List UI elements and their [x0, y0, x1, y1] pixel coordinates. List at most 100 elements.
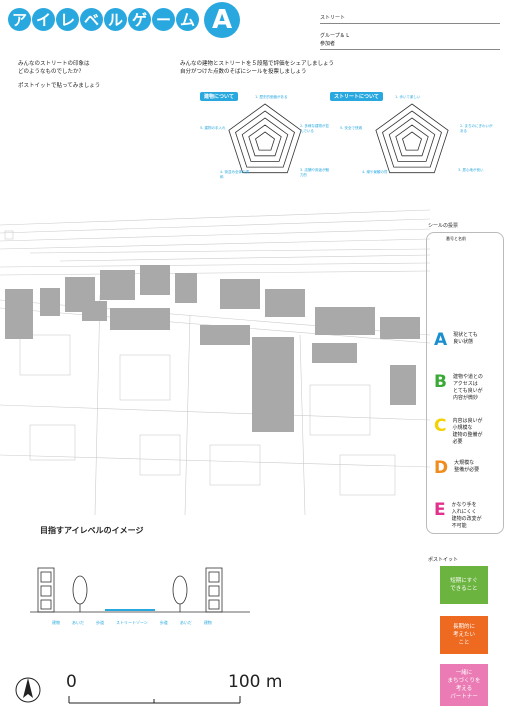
radar-ring — [241, 117, 289, 162]
title-char: ア — [8, 8, 31, 31]
seal-item-a[interactable]: A 現状とても 良い状態 — [434, 332, 478, 349]
radar-ring — [375, 103, 449, 174]
scale-zero: 0 — [66, 672, 77, 692]
radar-label: 5. 建物の手入れ — [200, 126, 226, 130]
seal-text: 内容は良いが 小規模な 建物の整備が 必要 — [452, 418, 482, 446]
section-label: 歩道 — [159, 620, 168, 625]
seal-text-line: 内容が微妙 — [452, 395, 478, 401]
title-char: ゲ — [128, 8, 151, 31]
radar-ring — [248, 124, 282, 157]
postit-long-term[interactable]: 長期的に考えたいこと — [440, 616, 488, 654]
title-char: ム — [176, 8, 199, 31]
seal-letter: C — [434, 416, 447, 436]
seal-item-b[interactable]: B 建物や道との アクセスは とても良いが 内容が微妙 — [434, 374, 483, 402]
radar-label: 1. 歴史的価値がある — [255, 95, 288, 99]
postit-line: 短期にすぐ — [450, 578, 478, 584]
seal-text-line: 建物や道との — [452, 374, 483, 380]
radar-label: 4. 緑や景観の質 — [362, 170, 388, 174]
seal-text-line: アクセスは — [452, 381, 478, 387]
seal-text-line: 建物の改変が — [451, 516, 482, 522]
seal-text-line: かなり手を — [451, 502, 477, 508]
title-char: ベ — [80, 8, 103, 31]
seal-panel — [426, 232, 504, 534]
intro-right: みんなの建物とストリートを５段階で評価をシェアしましょう 自分がつけた点数のそば… — [180, 60, 334, 76]
seal-letter: E — [434, 500, 446, 520]
seal-item-e[interactable]: E かなり手を 入れにくく 建物の改変が 不可能 — [434, 502, 482, 530]
seal-item-c[interactable]: C 内容は良いが 小規模な 建物の整備が 必要 — [434, 418, 483, 446]
section-label: ストリートゾーン — [116, 620, 148, 625]
radar-label: 3. 店舗や用途が魅力的 — [300, 168, 329, 177]
section-label: あいだ — [179, 620, 192, 625]
seal-text-line: 必要 — [452, 439, 463, 445]
radar-building-tag: 建物について — [200, 92, 238, 101]
radar-label: 2. 多様な建物が並んでいる — [300, 124, 329, 133]
radar-ring — [255, 131, 275, 151]
section-label: 歩道 — [96, 620, 104, 625]
seal-text-line: 整備が必要 — [454, 467, 480, 473]
radar-street-chart — [375, 103, 449, 174]
radar-label: 4. 街並み全体の調和 — [220, 170, 249, 179]
title-char: ル — [104, 8, 127, 31]
seal-heading: シールの投票 — [428, 223, 459, 229]
seal-subheading: 番号と名前 — [446, 236, 466, 241]
radar-label: 5. 安全で快適 — [340, 126, 362, 130]
section-label: 建物 — [203, 620, 212, 625]
intro-left-line: ポストイットで貼ってみましょう — [18, 83, 101, 89]
intro-left-line: どのようなものでしたか？ — [18, 69, 85, 75]
seal-text-line: とても良いが — [452, 388, 483, 394]
postit-line: パートナー — [450, 694, 478, 700]
section-label: 建物 — [52, 620, 60, 625]
radar-street-tag: ストリートについて — [330, 92, 383, 101]
intro-left: みんなのストリートの印象は どのようなものでしたか？ ポストイットで貼ってみまし… — [18, 60, 100, 90]
scale-hundred: 100 m — [228, 672, 283, 692]
postit-line: 一緒に — [455, 670, 473, 676]
radar-label: 1. 歩いて楽しい — [395, 95, 421, 99]
radar-ring — [382, 110, 442, 168]
section-diagram — [30, 567, 250, 613]
seal-text-line: 小規模な — [452, 425, 473, 431]
radar-ring — [235, 110, 295, 168]
postit-short-term[interactable]: 短期にすぐできること — [440, 566, 488, 604]
radar-ring — [402, 131, 422, 151]
postit-heading: ポストイット — [428, 557, 459, 563]
seal-letter: A — [434, 330, 448, 350]
postit-line: こと — [458, 640, 470, 646]
north-arrow-icon — [15, 677, 41, 703]
radar-label: 2. まちのにぎわいがある — [460, 124, 493, 133]
seal-item-d[interactable]: D 大規模な 整備が必要 — [434, 460, 479, 477]
title-char: イ — [32, 8, 55, 31]
seal-text-line: 現状とても — [453, 332, 478, 338]
section-title: 目指すアイレベルのイメージ — [40, 526, 144, 535]
seal-text-line: 不可能 — [451, 523, 467, 529]
seal-text: 建物や道との アクセスは とても良いが 内容が微妙 — [453, 374, 483, 402]
seal-text: 大規模な 整備が必要 — [454, 460, 479, 474]
radar-ring — [228, 103, 302, 174]
seal-letter: B — [434, 372, 447, 392]
radar-label: 3. 居心地が良い — [458, 168, 484, 172]
scale-bar — [68, 696, 241, 704]
postit-line: 長期的に — [452, 624, 475, 630]
postit-line: 考えたい — [452, 632, 475, 638]
postit-partner[interactable]: 一緒にまちづくりを考えるパートナー — [440, 664, 488, 706]
postit-line: 考える — [455, 686, 473, 692]
street-field[interactable]: ストリート — [320, 14, 500, 24]
participant-field[interactable]: 参加者 — [320, 40, 500, 50]
seal-text-line: 大規模な — [454, 460, 475, 466]
intro-right-line: 自分がつけた点数のそばにシールを投票しましょう — [180, 69, 307, 75]
group-field[interactable]: グループ＆ L — [320, 33, 350, 39]
seal-text-line: 入れにくく — [451, 509, 477, 515]
postit-line: できること — [450, 586, 478, 592]
seal-text-line: 建物の整備が — [452, 432, 483, 438]
title-char: レ — [56, 8, 79, 31]
intro-left-line: みんなのストリートの印象は — [18, 61, 90, 67]
radar-charts — [228, 103, 449, 174]
section-label: あいだ — [72, 620, 84, 625]
radar-ring — [395, 124, 429, 157]
seal-letter: D — [434, 458, 449, 478]
seal-text-line: 内容は良いが — [452, 418, 483, 424]
seal-text: かなり手を 入れにくく 建物の改変が 不可能 — [452, 502, 482, 530]
title-letter: A — [204, 2, 240, 38]
radar-building-chart — [228, 103, 302, 174]
seal-text: 現状とても 良い状態 — [453, 332, 478, 346]
street-map — [0, 209, 430, 515]
